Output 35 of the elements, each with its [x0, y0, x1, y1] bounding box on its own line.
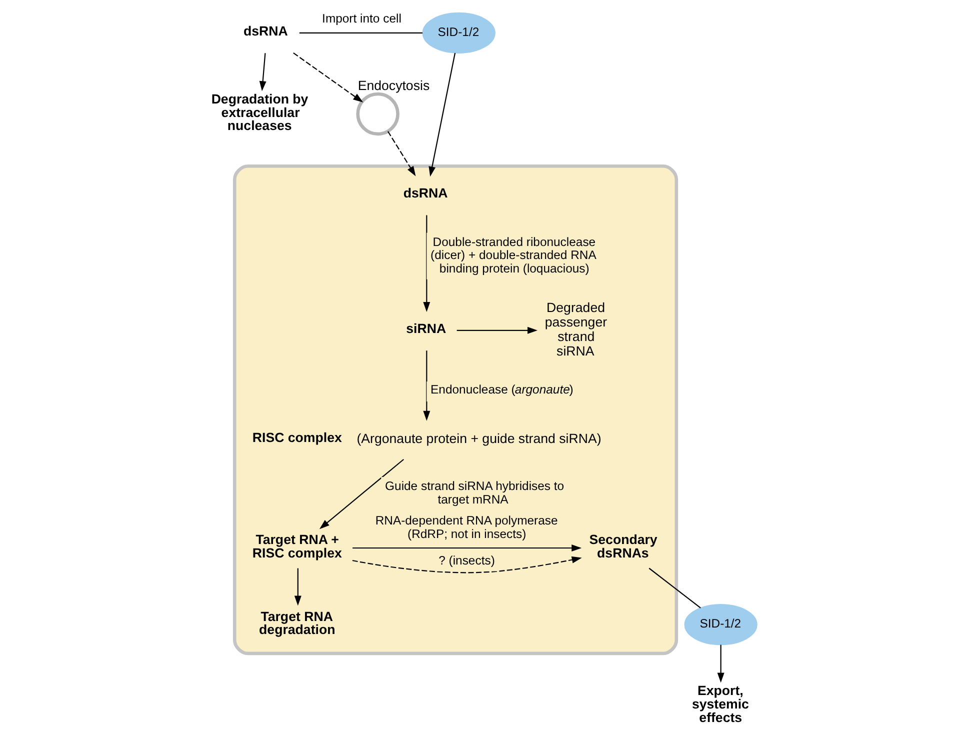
- arrow: [422, 350, 430, 421]
- node-text: Degraded passenger strand siRNA: [544, 300, 607, 359]
- edge-label: Double-stranded ribonuclease (dicer) + double-stranded RNA binding protein (loquacious): [430, 234, 596, 276]
- arrow: [428, 52, 456, 177]
- arrow: [422, 215, 430, 312]
- arrow: [352, 544, 582, 552]
- connector: [298, 32, 422, 34]
- edge-label: Endonuclease (argonaute): [430, 382, 573, 396]
- node-text: Degradation by extracellular nucleases: [210, 92, 308, 134]
- edge-label: Guide strand siRNA hybridises to target mRNA: [384, 479, 564, 506]
- node-text: Target RNA degradation: [258, 608, 335, 638]
- edge-label: Import into cell: [322, 12, 401, 26]
- node-text: siRNA: [406, 320, 446, 336]
- node-ellipse: SID-1/2: [684, 604, 757, 646]
- arrow: [292, 52, 363, 102]
- arrow: [318, 458, 404, 530]
- arrow: [456, 326, 538, 334]
- arrow: [716, 644, 724, 683]
- arrow: [352, 556, 582, 574]
- node-text: dsRNA: [402, 185, 448, 200]
- arrow: [294, 568, 301, 606]
- node-text: RISC complex: [252, 430, 342, 446]
- node-circle: [356, 92, 399, 136]
- node-text: Secondary dsRNAs: [588, 532, 657, 561]
- node-label: (Argonaute protein + guide strand siRNA): [356, 431, 601, 446]
- node-ellipse: SID-1/2: [422, 12, 495, 54]
- node-text: Export, systemic effects: [691, 683, 748, 725]
- arrow: [258, 53, 266, 92]
- edge-label: ? (insects): [438, 553, 494, 568]
- connector: [648, 568, 700, 608]
- arrow: [386, 131, 416, 176]
- node-text: dsRNA: [243, 23, 288, 38]
- node-text: Target RNA + RISC complex: [252, 532, 342, 561]
- edge-label: RNA-dependent RNA polymerase (RdRP; not in insects): [374, 513, 558, 541]
- node-label: Endocytosis: [357, 78, 430, 94]
